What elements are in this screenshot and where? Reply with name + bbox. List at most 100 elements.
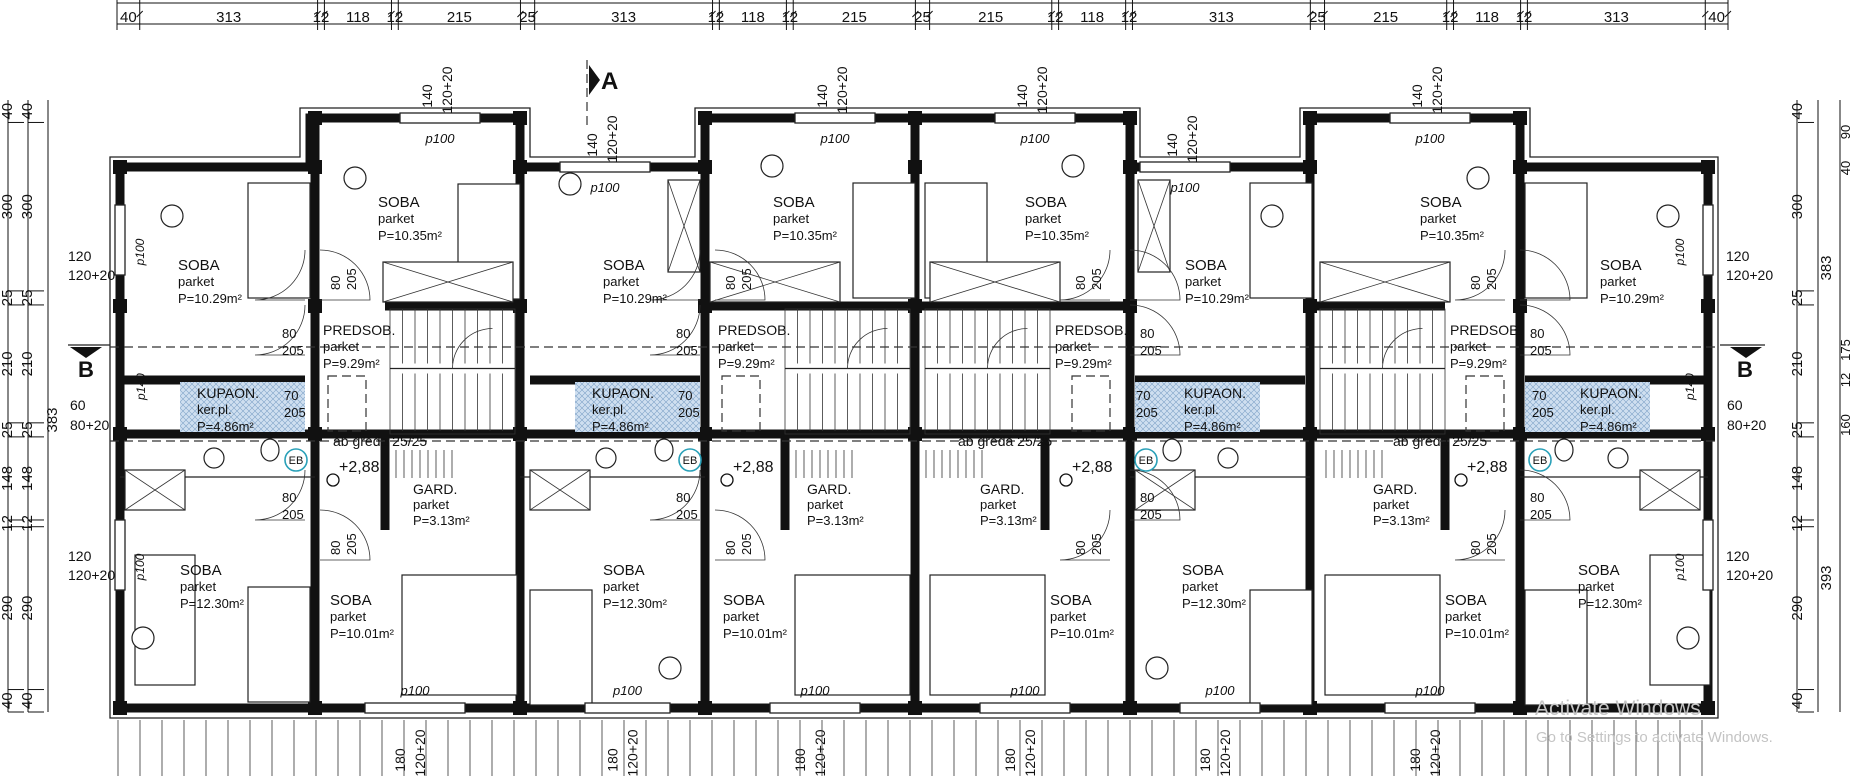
left-dimension-chain (7, 100, 49, 712)
left-dim-value: 148 (0, 466, 16, 491)
right-dim-value: 12 (1789, 515, 1806, 532)
chair (558, 172, 582, 196)
door-swing (1454, 509, 1506, 561)
room-soba-9-name: SOBA (180, 562, 222, 579)
sink (1217, 447, 1239, 469)
bed (794, 574, 911, 696)
toilet (1554, 438, 1574, 462)
room-soba-2-floor: parket (773, 211, 810, 226)
room-soba-11-floor: parket (1182, 579, 1219, 594)
right-dim-value: 40 (1789, 103, 1806, 120)
door-height: 205 (282, 507, 304, 522)
room-soba-14-area: P=10.01m² (723, 626, 788, 641)
window-height-label: 120+20 (68, 567, 115, 583)
room-kupaon-area: P=4.86m² (1580, 419, 1637, 434)
window (794, 112, 876, 124)
room-soba-5-area: P=10.29m² (178, 291, 243, 306)
right-partial-a: 90 (1838, 125, 1853, 139)
window-sill: p100 (800, 683, 831, 698)
column (698, 701, 712, 715)
room-kupaon-floor: ker.pl. (1580, 402, 1615, 417)
room-soba-7-name: SOBA (1185, 257, 1227, 274)
door-height: 205 (1484, 533, 1499, 555)
door-height: 205 (1530, 507, 1552, 522)
section-b-right-label: B (1737, 357, 1753, 382)
door-height: 205 (1140, 343, 1162, 358)
dim-slash (715, 10, 723, 18)
room-predsob-area: P=9.29m² (323, 356, 380, 371)
bed (1649, 554, 1711, 686)
bed (247, 182, 311, 299)
column (113, 701, 127, 715)
column (1123, 160, 1137, 174)
top-dim-value: 40 (120, 9, 137, 26)
window (364, 702, 466, 714)
top-dim-value: 313 (1209, 9, 1234, 26)
right-partial-d: 12 (1838, 373, 1853, 387)
room-kupaon-area: P=4.86m² (1184, 419, 1241, 434)
top-dimension-chain (117, 2, 1728, 25)
column (1123, 701, 1137, 715)
top-dim-value: 12 (781, 9, 798, 26)
dim-slash (1524, 10, 1531, 18)
window-width: 180 (1197, 748, 1213, 772)
column (513, 299, 527, 313)
room-soba-4-floor: parket (1420, 211, 1457, 226)
sink (203, 447, 225, 469)
room-kupaon-floor: ker.pl. (592, 402, 627, 417)
right-dim-value: 300 (1789, 194, 1806, 219)
beam-label: ab greda 25/25 (1393, 433, 1487, 449)
window-width: 140 (1409, 84, 1425, 108)
door-height: 205 (1089, 533, 1104, 555)
wardrobe-cross (709, 261, 841, 303)
level-marker (720, 473, 734, 487)
window-sill: p100 (1020, 131, 1051, 146)
left-dim-value: 12 (0, 515, 16, 532)
stair-curve (452, 328, 493, 369)
window (1139, 161, 1231, 173)
top-dim-value: 40 (1708, 9, 1725, 26)
window-width-label: 120 (1726, 548, 1750, 564)
column (1303, 427, 1317, 441)
door-height: 205 (1484, 268, 1499, 290)
boiler-eb (678, 448, 702, 472)
chair (343, 166, 367, 190)
bed (929, 574, 1046, 696)
room-soba-9-area: P=12.30m² (180, 596, 245, 611)
wardrobe-cross (1137, 179, 1171, 273)
bed (401, 574, 518, 696)
room-soba-1-area: P=10.35m² (378, 228, 443, 243)
top-dim-value: 118 (741, 9, 765, 26)
room-soba-2-name: SOBA (773, 194, 815, 211)
door-swing (1129, 469, 1181, 521)
chair (1061, 154, 1085, 178)
room-gard-floor: parket (980, 497, 1017, 512)
window-sill: p100 (1415, 131, 1446, 146)
door-swing (649, 469, 701, 521)
chair (1466, 166, 1490, 190)
bath-window-height: 80+20 (1727, 417, 1767, 433)
column (1303, 160, 1317, 174)
door-height: 205 (344, 533, 359, 555)
window-height: 120+20 (625, 729, 641, 776)
column (308, 701, 322, 715)
window (769, 702, 861, 714)
door-swing (714, 249, 766, 301)
window-height: 120+20 (1217, 729, 1233, 776)
room-labels: SOBAparketP=10.35m²SOBAparketP=10.35m²SO… (178, 194, 1665, 641)
dim-slash (314, 10, 321, 18)
door-swing (1519, 469, 1571, 521)
window (1702, 204, 1714, 276)
door-swing (254, 469, 306, 521)
window-height-label: 120+20 (1726, 567, 1773, 583)
door-width: 80 (723, 541, 738, 555)
column (1513, 701, 1527, 715)
top-dim-value: 313 (216, 9, 241, 26)
dim-slash (1048, 10, 1056, 18)
room-soba-2-area: P=10.35m² (773, 228, 838, 243)
window (114, 204, 126, 276)
window-width: 140 (419, 84, 435, 108)
dim-slash (517, 10, 524, 18)
